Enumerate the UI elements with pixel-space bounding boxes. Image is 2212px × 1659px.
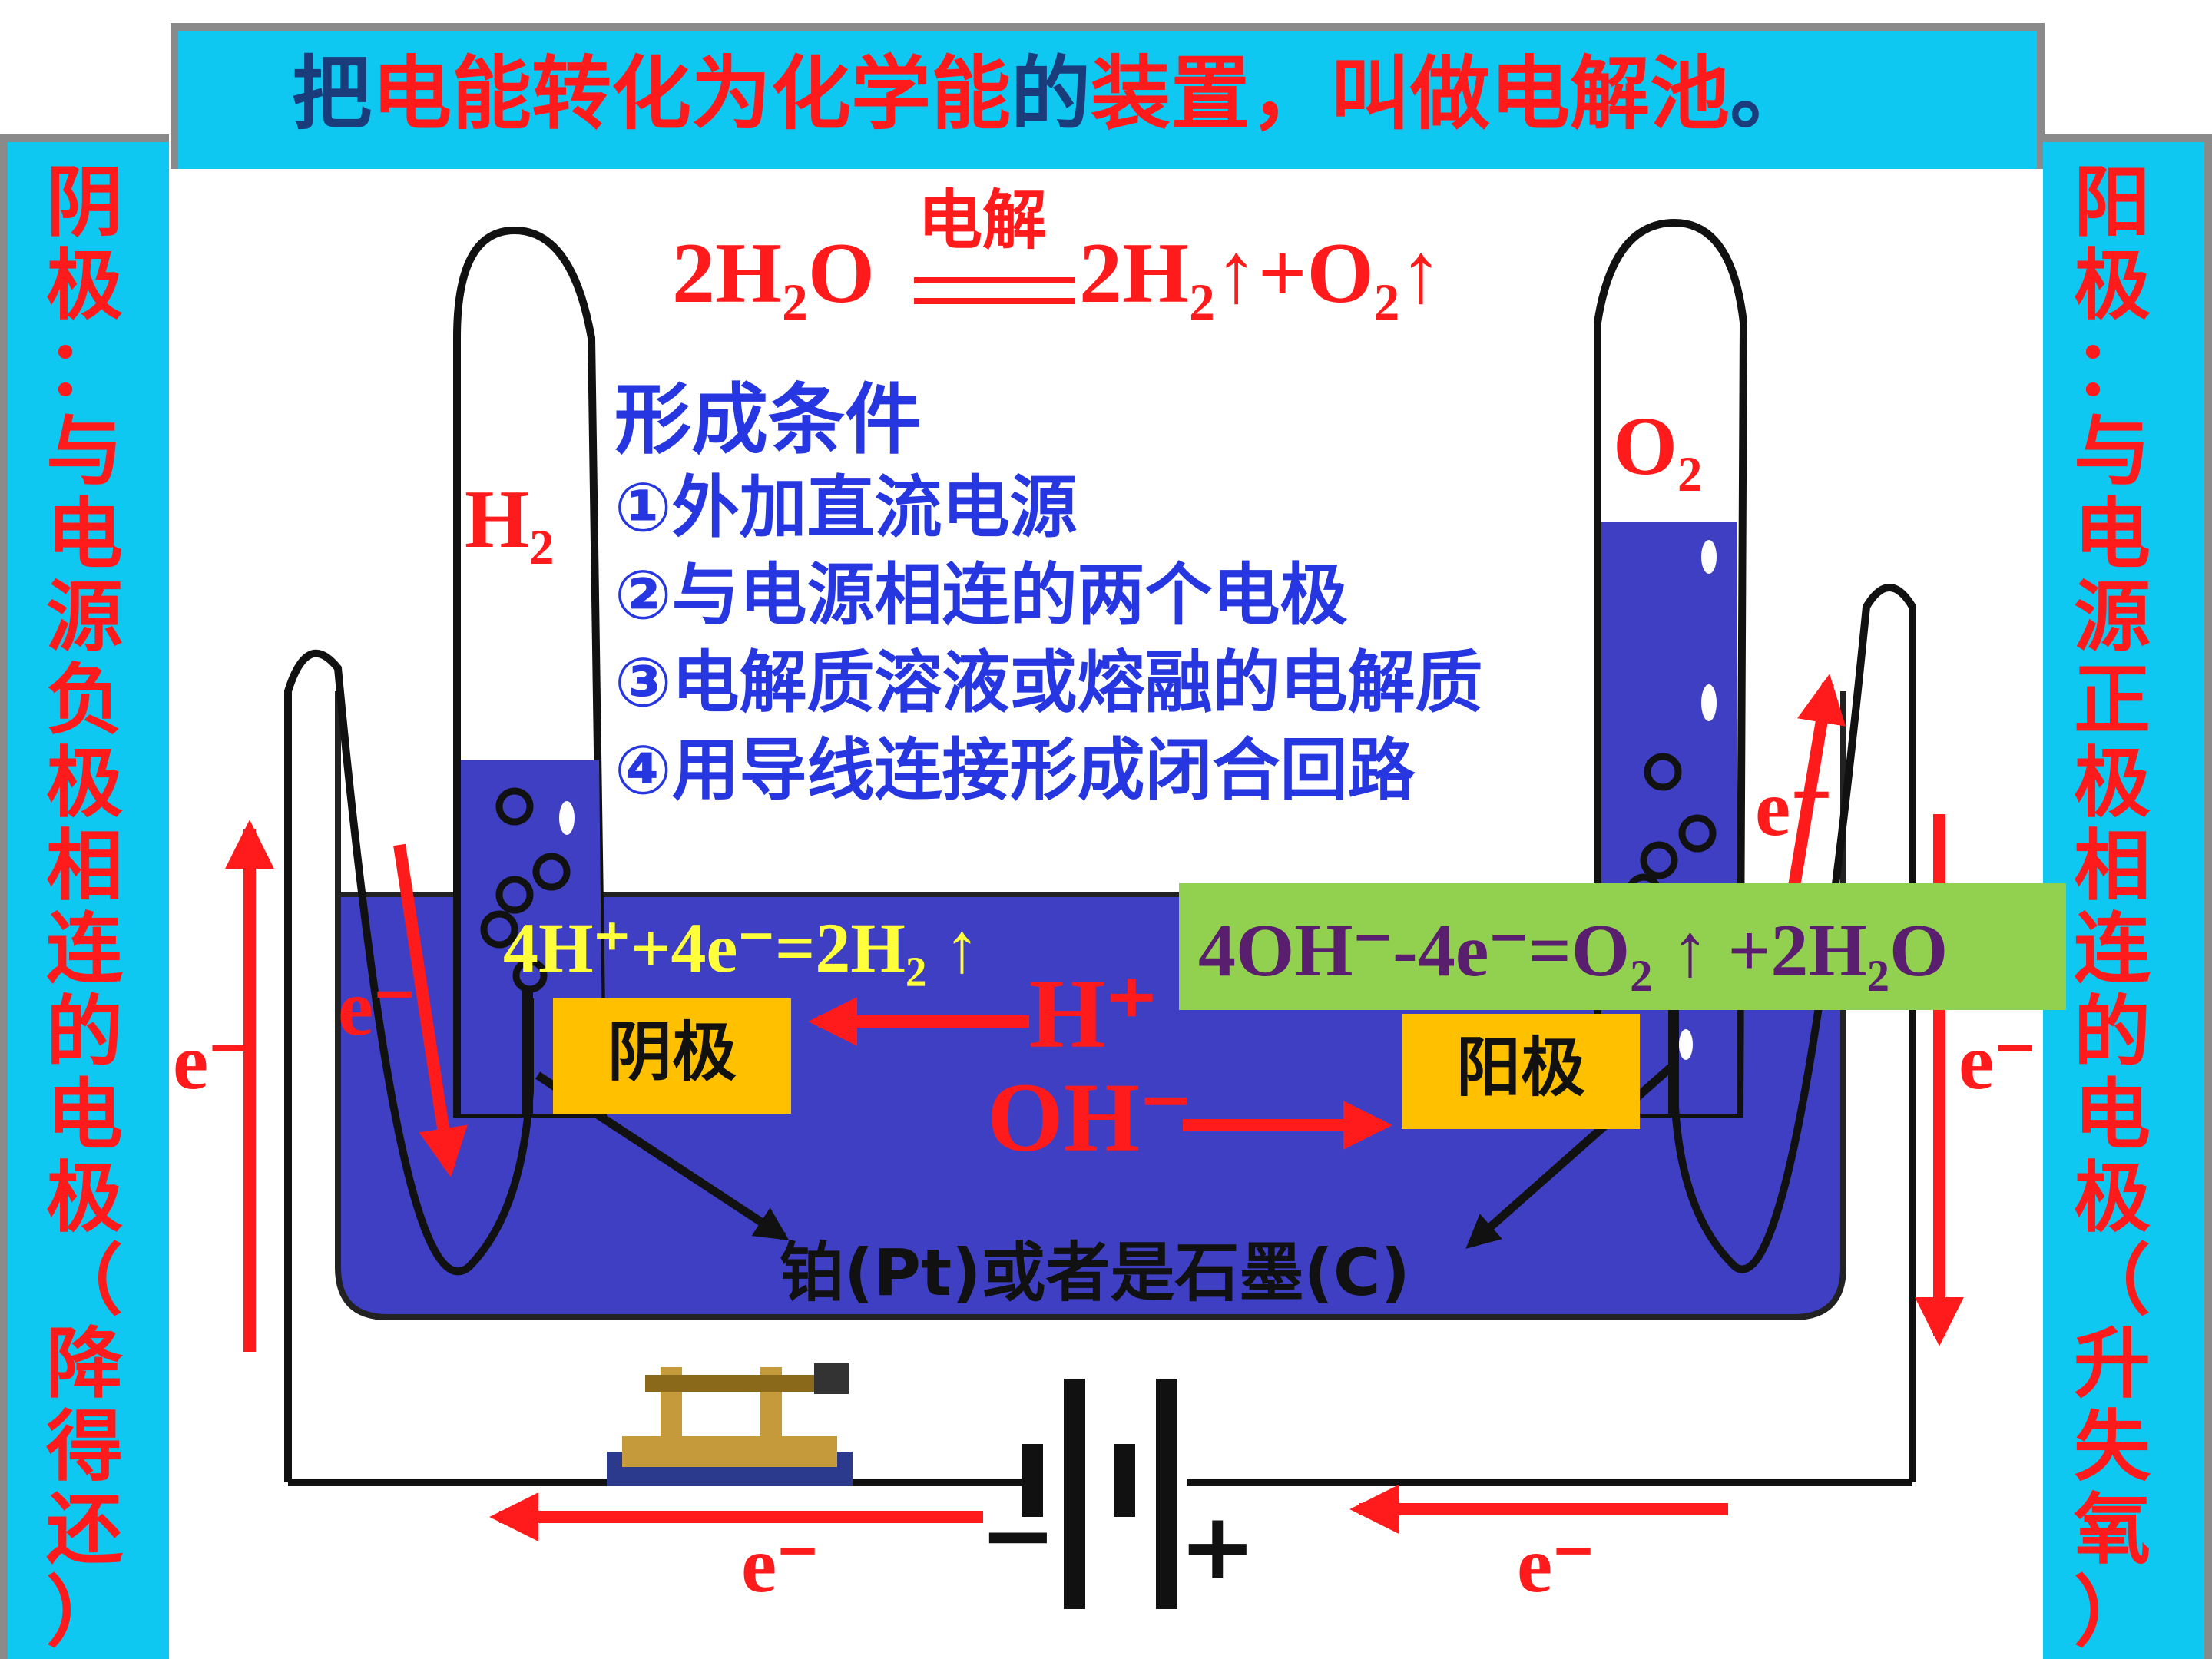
- side-char: 得: [46, 1402, 123, 1492]
- side-char: 的: [2074, 987, 2151, 1077]
- left-wire: [284, 649, 534, 1482]
- top-banner: [171, 23, 2045, 169]
- side-char: （: [46, 1236, 123, 1326]
- side-char: ：: [46, 323, 123, 413]
- electron-label: e⁻: [1755, 764, 1833, 853]
- small-bubbles: [559, 540, 1717, 1060]
- page-title: 把电能转化为化学能的装置，叫做电解池。: [292, 54, 1810, 134]
- side-char: 极: [46, 738, 123, 828]
- side-char: 极: [46, 1153, 123, 1243]
- cation-label: H⁺: [1029, 959, 1158, 1068]
- side-char: 失: [2074, 1402, 2151, 1492]
- title-part: 的: [1011, 47, 1091, 141]
- side-char: ：: [2074, 323, 2151, 413]
- cathode-reaction: 4H⁺+4e⁻=2H₂ ↑: [503, 909, 980, 987]
- equation-lhs: 2H₂O: [672, 226, 875, 321]
- side-char: 负: [46, 655, 123, 745]
- condition-item: ①外加直流电源: [614, 468, 1078, 547]
- title-part: 装置，叫做电解池: [1091, 47, 1730, 141]
- side-char: 电: [46, 1070, 123, 1160]
- side-char: 极: [46, 240, 123, 330]
- anode-reaction-box: [1179, 883, 2066, 1010]
- title-part: 电能转化为化学能: [372, 47, 1012, 141]
- electrode-material: 铂(Pt)或者是石墨(C): [780, 1235, 1410, 1310]
- cathode-side-panel: [0, 134, 169, 1659]
- switch-icon: [607, 1363, 853, 1486]
- side-char: 电: [2074, 489, 2151, 579]
- anode-definition: 阳极：与电源正极相连的电极（升失氧）: [2066, 161, 2158, 1654]
- electrolysis-condition: 电解: [918, 182, 1048, 258]
- side-char: （: [2074, 1236, 2151, 1326]
- condition-item: ②与电源相连的两个电极: [614, 555, 1348, 634]
- side-char: 电: [2074, 1070, 2151, 1160]
- side-char: 阴: [46, 157, 123, 247]
- side-char: 与: [46, 406, 123, 496]
- anode-label: 阳极: [1402, 1014, 1640, 1129]
- cathode-definition: 阴极：与电源负极相连的电极（降得还）: [38, 161, 131, 1654]
- anode-reaction: 4OH⁻-4e⁻=O₂ ↑ +2H₂O: [1198, 909, 1949, 992]
- anode-side-panel: [2043, 134, 2212, 1659]
- side-char: 升: [2074, 1319, 2151, 1409]
- electron-label: e⁻: [1959, 1018, 2037, 1106]
- hydrogen-label: H₂: [465, 474, 555, 565]
- electron-label: e⁻: [741, 1521, 820, 1609]
- side-char: 连: [2074, 904, 2151, 994]
- side-char: 阳: [2074, 157, 2151, 247]
- side-char: 源: [2074, 572, 2151, 662]
- side-char: 相: [46, 821, 123, 911]
- electron-label: e⁻: [338, 964, 416, 1052]
- side-char: 极: [2074, 738, 2151, 828]
- side-char: 相: [2074, 821, 2151, 911]
- side-char: 连: [46, 904, 123, 994]
- side-char: ）: [2074, 1568, 2151, 1657]
- battery-icon: [1022, 1379, 1177, 1609]
- side-char: 还: [46, 1485, 123, 1575]
- condition-item: ③电解质溶液或熔融的电解质: [614, 643, 1483, 722]
- conditions-title: 形成条件: [614, 375, 922, 465]
- side-char: 源: [46, 572, 123, 662]
- battery-positive: +: [1179, 1494, 1257, 1601]
- side-char: 氧: [2074, 1485, 2151, 1575]
- anode-rod: [1668, 991, 1679, 1114]
- oxygen-label: O₂: [1613, 401, 1703, 492]
- formation-conditions: 形成条件 ①外加直流电源 ②与电源相连的两个电极 ③电解质溶液或熔融的电解质 ④…: [614, 376, 1483, 814]
- equation-rhs: 2H₂↑+O₂↑: [1079, 226, 1443, 321]
- side-char: 的: [46, 987, 123, 1077]
- trough-wall: [335, 691, 1846, 1320]
- electron-arrow-down-left: [393, 843, 468, 1177]
- side-char: 电: [46, 489, 123, 579]
- cathode-label: 阴极: [553, 998, 791, 1114]
- side-char: 降: [46, 1319, 123, 1409]
- title-part: 把: [292, 47, 373, 141]
- side-char: 与: [2074, 406, 2151, 496]
- reaction-equals-sign: [914, 277, 1075, 304]
- side-char: 极: [2074, 240, 2151, 330]
- battery-negative: −: [979, 1482, 1057, 1589]
- side-char: 极: [2074, 1153, 2151, 1243]
- side-char: ）: [46, 1568, 123, 1657]
- title-part: 。: [1730, 47, 1810, 141]
- electron-label: e⁻: [1517, 1521, 1595, 1609]
- electron-label: e⁻: [173, 1018, 251, 1106]
- cathode-rod: [522, 991, 533, 1114]
- anion-label: OH⁻: [987, 1063, 1192, 1172]
- side-char: 正: [2074, 655, 2151, 745]
- condition-item: ④用导线连接形成闭合回路: [614, 730, 1416, 810]
- right-wire: [1671, 584, 1916, 1482]
